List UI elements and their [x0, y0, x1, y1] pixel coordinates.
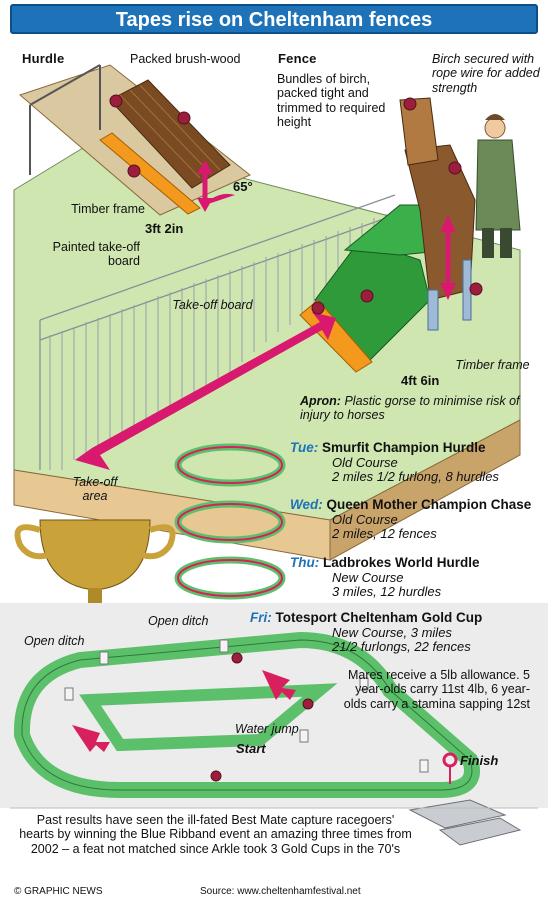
start-label: Start [236, 741, 266, 756]
race-day: Fri: [250, 610, 272, 625]
race-course: Old Course [332, 511, 398, 527]
race-name: Queen Mother Champion Chase [326, 497, 532, 512]
finish-label: Finish [460, 753, 499, 768]
title-banner: Tapes rise on Cheltenham fences [10, 4, 538, 34]
fence-heading: Fence [278, 51, 317, 66]
race-fri: Fri: Totesport Cheltenham Gold Cup New C… [250, 610, 540, 655]
history-note: Past results have seen the ill-fated Bes… [19, 813, 412, 856]
apron-label: Apron: [300, 394, 341, 408]
race-day: Wed: [290, 497, 323, 512]
race-wed: Wed: Queen Mother Champion Chase Old Cou… [290, 497, 540, 542]
footer-source: Source: www.cheltenhamfestival.net [200, 886, 361, 897]
open-ditch-label-1: Open ditch [148, 614, 209, 628]
race-distance: 2 miles, 12 fences [332, 526, 437, 542]
race-tue: Tue: Smurfit Champion Hurdle Old Course … [290, 440, 540, 485]
page-title: Tapes rise on Cheltenham fences [115, 9, 433, 31]
hurdle-heading: Hurdle [22, 51, 65, 66]
race-name: Totesport Cheltenham Gold Cup [275, 610, 483, 625]
race-distance: 21/2 furlongs, 22 fences [332, 639, 471, 655]
water-jump-label: Water jump [235, 722, 299, 736]
hurdle-height-label: 3ft 2in [145, 221, 184, 236]
fence-takeoff-board-label: Take-off board [172, 298, 253, 312]
gold-cup-icon [14, 519, 176, 616]
course-icon-thu [174, 556, 286, 600]
hurdle-brushwood [109, 79, 231, 189]
hurdle-brushwood-label: Packed brush-wood [130, 52, 241, 66]
apron-text: Plastic gorse to minimise risk of injury… [300, 394, 520, 423]
course-icon-tue [174, 443, 286, 487]
hurdle-timber-frame-label: Timber frame [71, 202, 145, 216]
race-course: Old Course [332, 454, 398, 470]
hurdle-angle-label: 65° [233, 179, 253, 194]
open-ditch-label-2: Open ditch [24, 634, 85, 648]
groundsman-figure [475, 114, 521, 258]
race-day: Thu: [290, 555, 320, 570]
fence-bundles-label: Bundles of birch, packed tight and trimm… [277, 72, 386, 130]
race-course: New Course, 3 miles [332, 624, 452, 640]
race-name: Ladbrokes World Hurdle [323, 555, 480, 570]
race-distance: 3 miles, 12 hurdles [332, 584, 442, 600]
race-distance: 2 miles 1/2 furlong, 8 hurdles [332, 469, 499, 485]
takeoff-area-label: Take-off area [72, 475, 118, 504]
hurdle-frame [29, 64, 101, 175]
fence-height-label: 4ft 6in [401, 373, 440, 388]
takeoff-area-arrow [75, 312, 336, 470]
mares-allowance-note: Mares receive a 5lb allowance. 5 year-ol… [343, 668, 530, 711]
hurdle-takeoff-board-label: Painted take-off board [52, 240, 140, 269]
race-name: Smurfit Champion Hurdle [322, 440, 486, 455]
race-day: Tue: [290, 440, 319, 455]
fence-birch-secured-label: Birch secured with rope wire for added s… [432, 52, 540, 95]
footer-credit: © GRAPHIC NEWS [14, 886, 103, 897]
fence-timber-frame-label: Timber frame [455, 358, 530, 372]
race-thu: Thu: Ladbrokes World Hurdle New Course 3… [290, 555, 540, 600]
race-course: New Course [332, 569, 404, 585]
apron-description: Apron: Plastic gorse to minimise risk of… [300, 394, 540, 423]
course-icon-wed [174, 500, 286, 544]
